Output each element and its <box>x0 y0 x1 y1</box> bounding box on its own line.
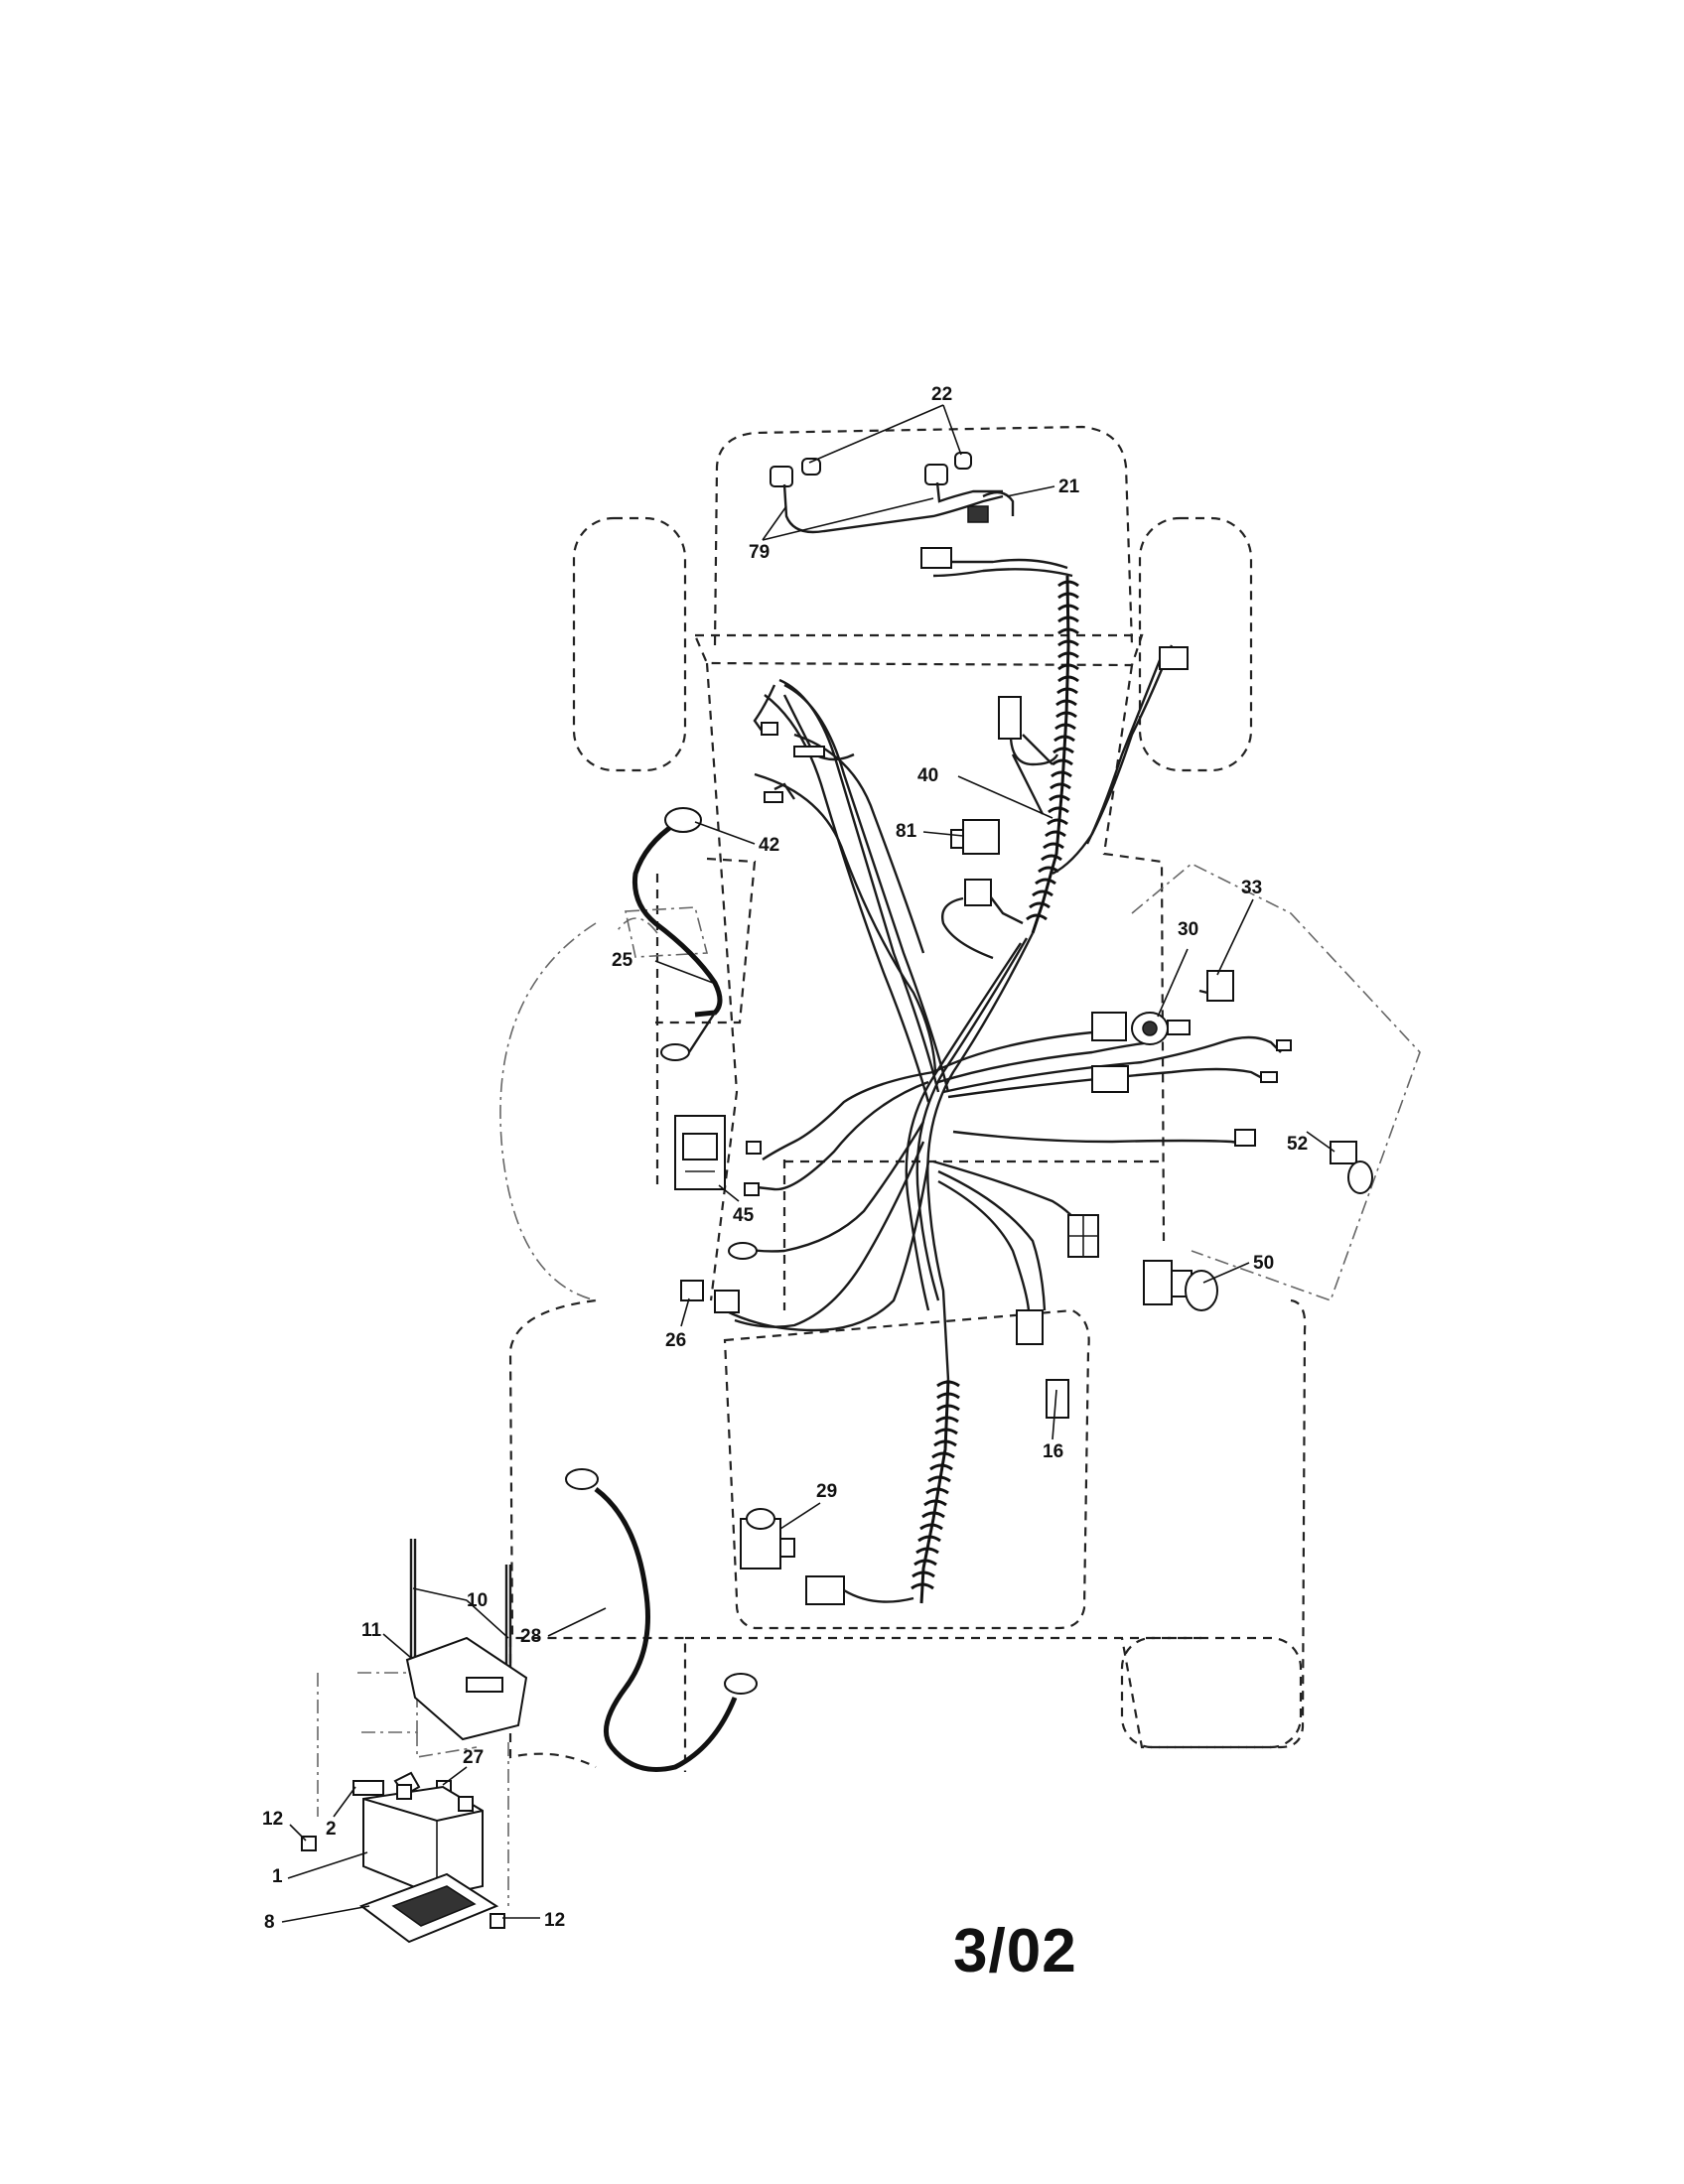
callout-12-left: 12 <box>262 1809 283 1830</box>
callout-11: 11 <box>361 1620 382 1641</box>
ignition-switch-30 <box>1091 970 1234 1045</box>
mower-deck-outline <box>317 863 1421 1906</box>
callout-28: 28 <box>520 1626 541 1647</box>
callout-1: 1 <box>272 1866 283 1887</box>
revision-date-code: 3/02 <box>953 1917 1077 1985</box>
battery-tray-8 <box>358 1872 499 1944</box>
upper-right-connectors <box>998 646 1189 766</box>
hourmeter-45 <box>674 1115 762 1196</box>
callout-81: 81 <box>896 821 917 842</box>
seat-switch-29 <box>740 1508 914 1605</box>
callout-42: 42 <box>759 835 779 856</box>
center-connectors <box>1016 1065 1129 1419</box>
callout-79: 79 <box>749 542 770 563</box>
positive-cable-25 <box>632 807 723 1061</box>
fuse-26 <box>680 1242 758 1313</box>
relay-81 <box>950 819 1024 925</box>
callout-22: 22 <box>931 384 952 405</box>
callout-52: 52 <box>1287 1134 1308 1155</box>
callout-10: 10 <box>467 1590 488 1611</box>
callout-21: 21 <box>1058 477 1080 497</box>
ground-cable-28 <box>565 1468 758 1772</box>
tractor-outline <box>508 425 1307 1772</box>
callout-12-right: 12 <box>544 1910 565 1931</box>
headlight-assembly <box>770 452 1015 569</box>
callout-50: 50 <box>1253 1253 1274 1274</box>
callout-29: 29 <box>816 1481 837 1502</box>
callout-26: 26 <box>665 1330 686 1351</box>
main-harness <box>724 558 1282 1604</box>
upper-left-connectors <box>753 684 855 803</box>
callout-30: 30 <box>1178 919 1198 940</box>
callout-40: 40 <box>917 765 938 786</box>
callout-16: 16 <box>1043 1441 1063 1462</box>
callout-8: 8 <box>264 1912 275 1933</box>
leader-lines <box>281 404 1335 1923</box>
callout-25: 25 <box>612 950 633 971</box>
callout-33: 33 <box>1241 878 1262 898</box>
callout-2: 2 <box>326 1819 337 1840</box>
callout-45: 45 <box>733 1205 755 1226</box>
battery-hold-down <box>405 1539 528 1741</box>
battery-terminals <box>352 1771 452 1797</box>
plug-52 <box>1234 1039 1373 1194</box>
battery-1 <box>362 1784 484 1898</box>
callout-27: 27 <box>463 1747 484 1768</box>
light-switch-50 <box>1143 1260 1218 1311</box>
